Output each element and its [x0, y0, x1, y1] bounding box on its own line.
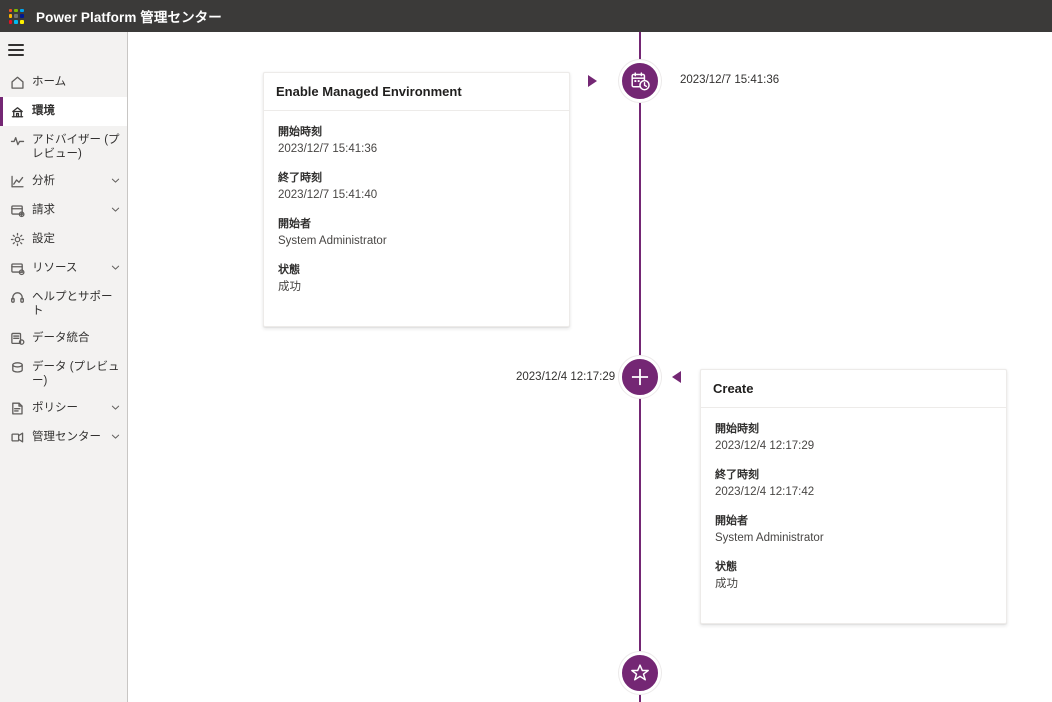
card-field: 開始者 System Administrator	[715, 514, 992, 546]
card-field-label: 開始者	[278, 218, 311, 230]
sidebar-item-8[interactable]: データ統合	[0, 324, 127, 353]
card-field: 終了時刻 2023/12/4 12:17:42	[715, 468, 992, 500]
sidebar-item-0[interactable]: ホーム	[0, 68, 127, 97]
chevron-down-icon[interactable]	[109, 261, 121, 273]
card-field-value: 2023/12/7 15:41:36	[278, 143, 378, 155]
sidebar-item-label: データ (プレビュー)	[32, 361, 120, 387]
billing-icon	[9, 202, 25, 218]
sidebar-item-label: ポリシー	[32, 402, 78, 414]
star-icon	[631, 664, 649, 681]
suite-bar: Power Platform 管理センター	[0, 0, 1052, 32]
sidebar-item-label: 設定	[32, 233, 55, 245]
waffle-icon[interactable]	[0, 0, 32, 32]
sidebar-item-label: 請求	[32, 204, 55, 216]
chevron-down-icon[interactable]	[109, 430, 121, 442]
plus-icon	[631, 368, 649, 386]
chevron-down-icon[interactable]	[109, 174, 121, 186]
timeline-card-2-title: Create	[701, 370, 1006, 408]
timeline-node-1-time: 2023/12/7 15:41:36	[680, 74, 780, 86]
analytics-chart-icon	[9, 173, 25, 189]
card-field: 状態成功	[715, 560, 992, 592]
calendar-clock-icon	[630, 71, 650, 90]
pulse-icon	[9, 132, 25, 148]
card-field: 開始者 System Administrator	[278, 217, 555, 249]
timeline-node-2-time: 2023/12/4 12:17:29	[516, 371, 616, 383]
card-field-value: 成功	[715, 578, 738, 590]
sidebar-item-label: ヘルプとサポート	[32, 291, 113, 317]
sidebar-item-4[interactable]: 請求	[0, 196, 127, 225]
home-icon	[9, 74, 25, 90]
policy-document-icon	[9, 400, 25, 416]
sidebar-item-5[interactable]: 設定	[0, 225, 127, 254]
sidebar-item-9[interactable]: データ (プレビュー)	[0, 353, 127, 394]
sidebar-item-label: ホーム	[32, 76, 67, 88]
card-field-value: System Administrator	[278, 235, 387, 247]
environment-icon	[9, 103, 25, 119]
card-field-label: 状態	[278, 264, 300, 276]
sidebar-item-label: データ統合	[32, 332, 90, 344]
sidebar-item-3[interactable]: 分析	[0, 167, 127, 196]
resources-icon	[9, 260, 25, 276]
admin-center-icon	[9, 429, 25, 445]
timeline-card-2-body: 開始時刻 2023/12/4 12:17:29 終了時刻 2023/12/4 12:1…	[701, 408, 1006, 606]
left-navigation: ホーム環境アドバイザー (プレビュー)分析請求設定リソースヘルプとサポートデータ…	[0, 32, 128, 702]
card-field: 状態成功	[278, 263, 555, 295]
timeline-card-2[interactable]: Create 開始時刻 2023/12/4 12:17:29 終了時刻 2023/12…	[700, 369, 1007, 624]
timeline-pointer-1	[588, 75, 597, 87]
data-cloud-icon	[9, 359, 25, 375]
timeline-card-1[interactable]: Enable Managed Environment 開始時刻 2023/12/7…	[263, 72, 570, 327]
timeline-card-1-title: Enable Managed Environment	[264, 73, 569, 111]
app-title: Power Platform 管理センター	[36, 10, 222, 25]
card-field-label: 状態	[715, 561, 737, 573]
sidebar-item-7[interactable]: ヘルプとサポート	[0, 283, 127, 324]
timeline-node-3[interactable]	[619, 652, 661, 694]
sidebar-item-1[interactable]: 環境	[0, 97, 127, 126]
card-field: 開始時刻 2023/12/4 12:17:29	[715, 422, 992, 454]
chevron-down-icon[interactable]	[109, 401, 121, 413]
sidebar-item-label: アドバイザー (プレビュー)	[32, 134, 120, 160]
sidebar-item-label: 分析	[32, 175, 55, 187]
sidebar-item-6[interactable]: リソース	[0, 254, 127, 283]
card-field-value: 2023/12/7 15:41:40	[278, 189, 378, 201]
sidebar-item-11[interactable]: 管理センター	[0, 423, 127, 452]
sidebar-item-label: 管理センター	[32, 431, 101, 443]
timeline-pointer-2	[672, 371, 681, 383]
headset-help-icon	[9, 289, 25, 305]
card-field: 開始時刻 2023/12/7 15:41:36	[278, 125, 555, 157]
card-field-label: 開始者	[715, 515, 748, 527]
card-field-value: 2023/12/4 12:17:29	[715, 440, 815, 452]
chevron-down-icon[interactable]	[109, 203, 121, 215]
card-field: 終了時刻 2023/12/7 15:41:40	[278, 171, 555, 203]
card-field-label: 開始時刻	[715, 423, 759, 435]
timeline-canvas: 2023/12/7 15:41:36 2023/12/4 12:17:29 En…	[129, 32, 1052, 702]
timeline-node-1[interactable]	[619, 60, 661, 102]
timeline-card-1-body: 開始時刻 2023/12/7 15:41:36 終了時刻 2023/12/7 15:4…	[264, 111, 569, 309]
data-integration-icon	[9, 330, 25, 346]
card-field-label: 終了時刻	[715, 469, 759, 481]
sidebar-item-2[interactable]: アドバイザー (プレビュー)	[0, 126, 127, 167]
timeline-node-2[interactable]	[619, 356, 661, 398]
card-field-value: 成功	[278, 281, 301, 293]
hamburger-menu-button[interactable]	[0, 32, 127, 68]
sidebar-item-label: 環境	[32, 105, 55, 117]
waffle-grid-icon	[8, 8, 24, 24]
card-field-value: 2023/12/4 12:17:42	[715, 486, 815, 498]
gear-icon	[9, 231, 25, 247]
sidebar-item-10[interactable]: ポリシー	[0, 394, 127, 423]
sidebar-item-label: リソース	[32, 262, 78, 274]
hamburger-icon	[8, 44, 24, 56]
card-field-label: 開始時刻	[278, 126, 322, 138]
card-field-value: System Administrator	[715, 532, 824, 544]
card-field-label: 終了時刻	[278, 172, 322, 184]
